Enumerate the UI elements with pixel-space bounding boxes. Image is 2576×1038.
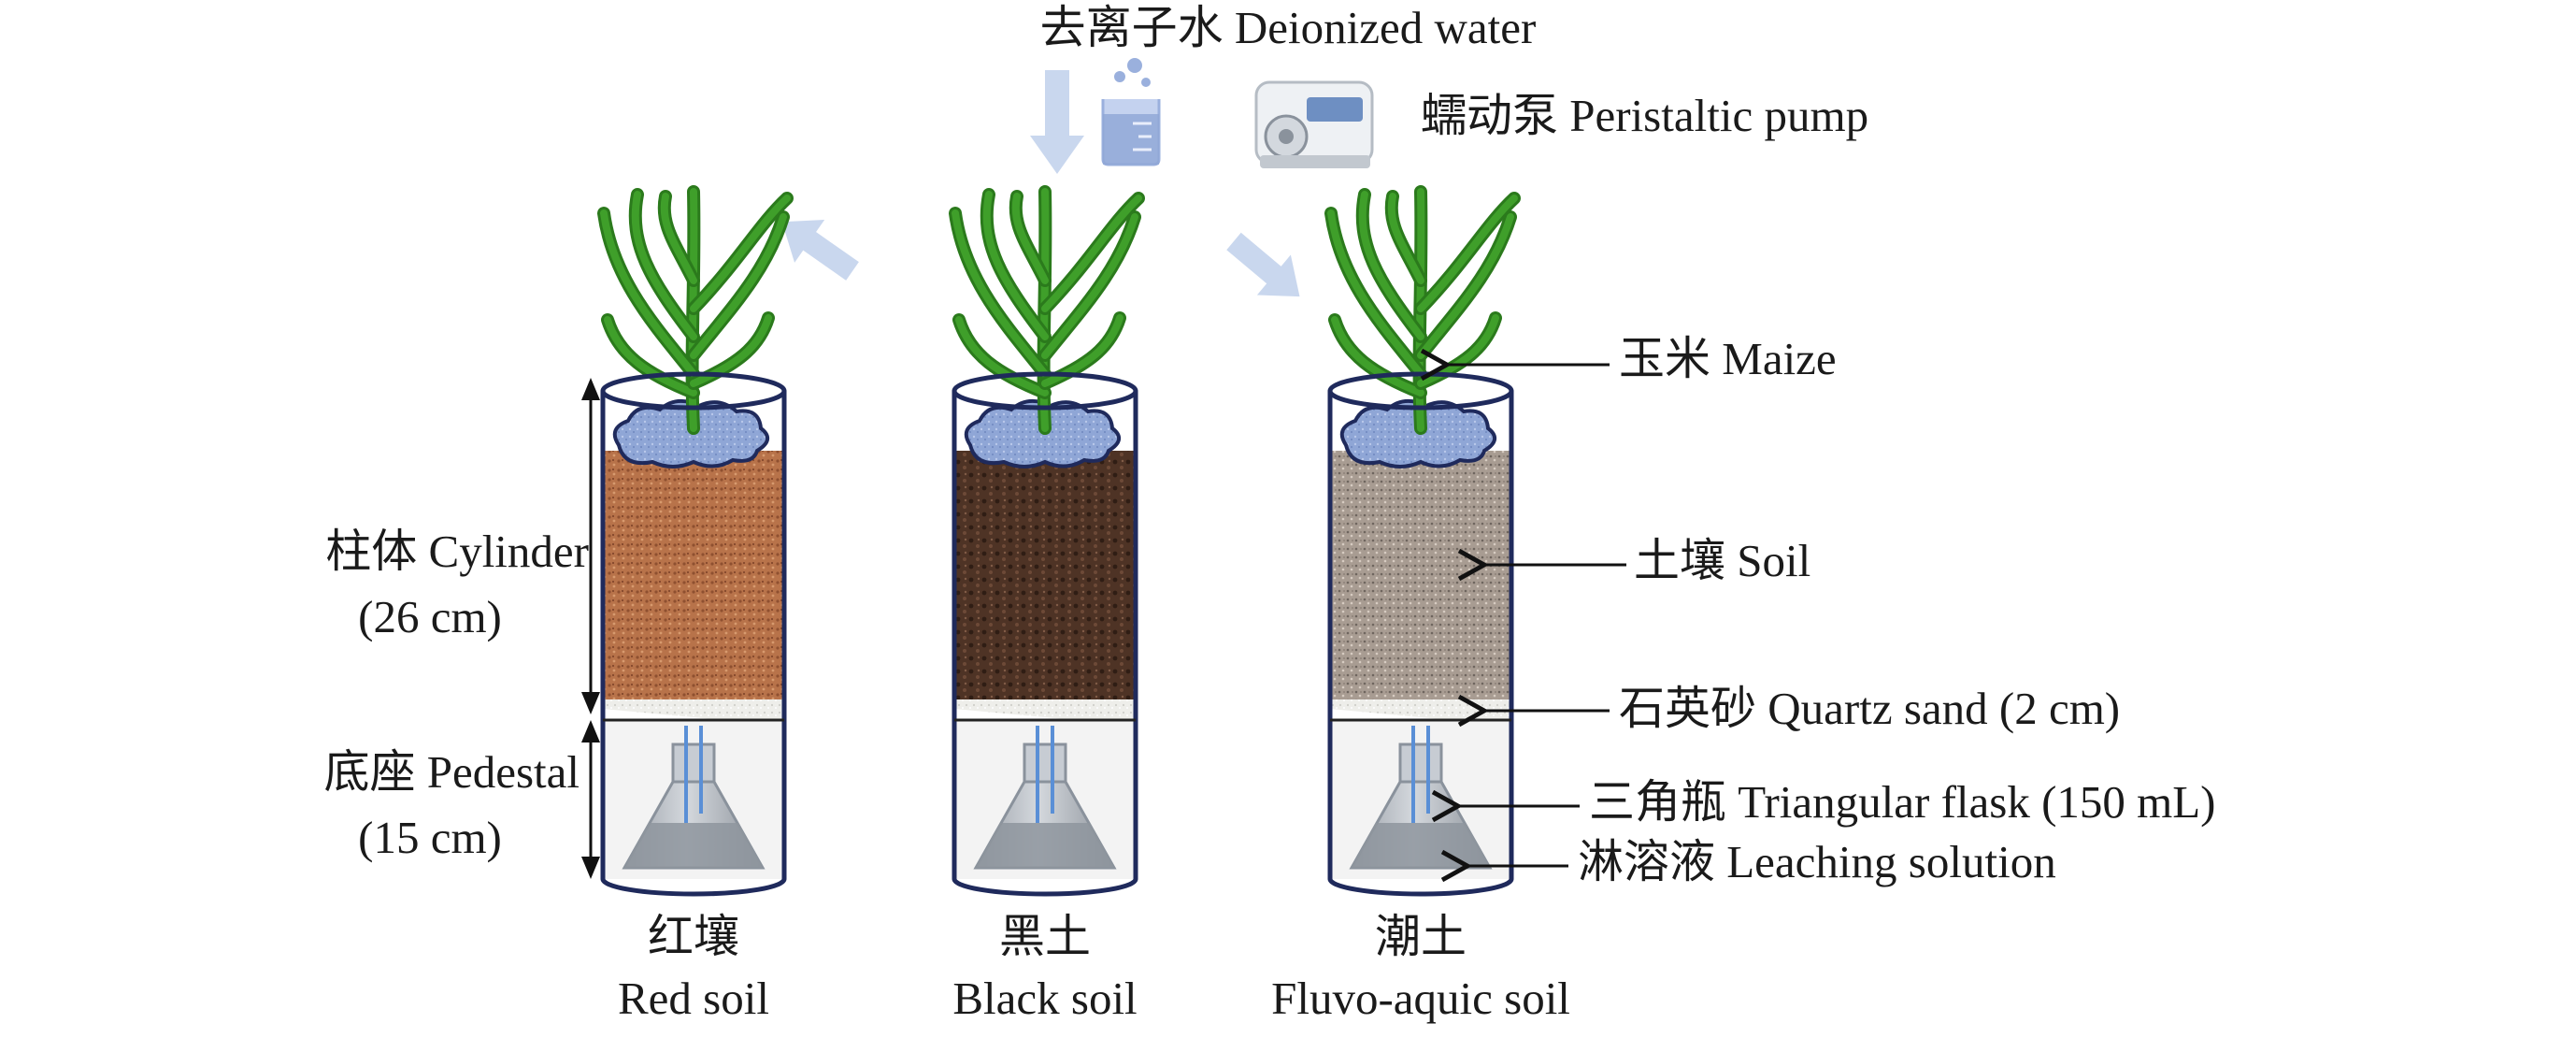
fluvo-aquic-soil-cn-label: 潮土 [1374,911,1467,962]
soil-layer [1330,451,1511,699]
water-down-arrow [1030,70,1084,174]
leaching-solution [976,823,1114,868]
beaker-icon [1101,58,1161,166]
triangular-flask-label: 三角瓶 Triangular flask (150 mL) [1589,776,2216,828]
cylinder-bottom-rim [952,878,1138,897]
deionized-water-label: 去离子水 Deionized water [1039,2,1537,53]
black-soil-cn-label: 黑土 [998,911,1091,962]
leaching-solution-label: 淋溶液 Leaching solution [1578,836,2056,887]
soil-column-2 [949,185,1145,897]
dimension-arrows [581,378,600,879]
soil-column-1 [597,185,794,897]
cylinder-height-label: (26 cm) [358,591,502,642]
cylinder-top-rim [600,371,787,411]
maize-label: 玉米 Maize [1619,333,1837,384]
red-soil-en-label: Red soil [618,973,769,1024]
fluvo-aquic-soil-en-label: Fluvo-aquic soil [1271,973,1570,1024]
cylinder-top-rim [952,371,1138,411]
peristaltic-pump-icon [1254,80,1374,168]
quartz-sand-label: 石英砂 Quartz sand (2 cm) [1619,683,2121,734]
pedestal-label: 底座 Pedestal [323,746,580,798]
black-soil-en-label: Black soil [952,973,1138,1024]
distribution-arrow-right [1226,232,1300,297]
flask-icon [622,726,766,870]
red-soil-cn-label: 红壤 [647,911,739,962]
maize-plant-icon [597,185,794,435]
flask-icon [973,726,1117,870]
soil-layer [603,451,784,699]
soil-column-3 [1324,185,1521,897]
maize-plant-icon [1324,185,1521,435]
cylinder-bottom-rim [1327,878,1514,897]
leaching-solution [624,823,763,868]
pedestal-height-label: (15 cm) [358,812,502,863]
leaching-solution [1352,823,1490,868]
cylinder-label: 柱体 Cylinder [325,526,589,577]
soil-label: 土壤 Soil [1634,535,1811,586]
distribution-arrow-left [781,219,859,281]
peristaltic-pump-label: 蠕动泵 Peristaltic pump [1421,90,1869,141]
maize-plant-icon [949,185,1145,435]
cylinder-bottom-rim [600,878,787,897]
soil-layer [954,451,1136,699]
